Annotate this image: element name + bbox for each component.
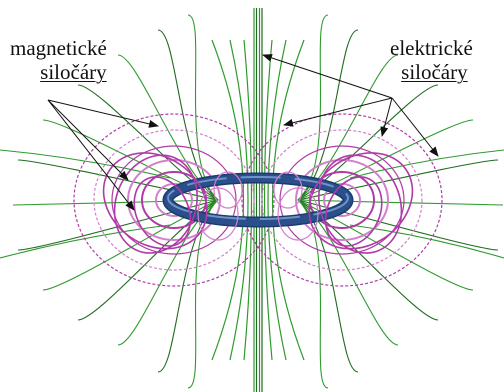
electric-line (297, 159, 499, 201)
magnetic-loop (73, 113, 275, 287)
electric-line (243, 39, 253, 361)
electric-line (271, 39, 305, 361)
electric-line (263, 39, 273, 361)
magnetic-loop (261, 129, 423, 271)
electric-line (42, 199, 219, 291)
electric-line (349, 149, 504, 179)
electric-line (12, 199, 219, 206)
magnetic-loop-front (133, 176, 192, 247)
electric-line (297, 199, 439, 321)
pointer-arrow (283, 97, 393, 127)
pointer-arrow (47, 99, 135, 211)
electric-line (229, 39, 249, 361)
pointer-arrow (380, 97, 393, 137)
pointer-arrows (47, 54, 439, 211)
magnetic-label-line1: magnetické (10, 36, 107, 60)
electric-line (0, 149, 171, 179)
magnetic-loop-inner (197, 187, 239, 241)
electric-line (42, 119, 219, 201)
electric-line (297, 119, 474, 201)
electric-line (211, 39, 245, 361)
electric-line (77, 199, 219, 321)
pointer-arrow (47, 99, 159, 128)
magnetic-label: magnetické siločáry (10, 36, 107, 84)
magnetic-loop-inner (273, 171, 303, 209)
magnetic-loop-inner (213, 171, 243, 209)
magnetic-loop-front (102, 152, 208, 250)
magnetic-label-line2: siločáry (40, 60, 107, 84)
magnetic-loop-front (324, 176, 383, 247)
current-loop-ring (162, 172, 354, 228)
electric-line (297, 199, 474, 291)
pointer-arrow (262, 54, 393, 99)
ring-highlight (167, 176, 349, 220)
magnetic-loop (241, 113, 443, 287)
magnetic-loop (93, 129, 255, 271)
magnetic-loop (111, 145, 237, 255)
magnetic-loop-inner (277, 187, 319, 241)
electric-label-line1: elektrické (390, 36, 473, 60)
pointer-arrow (391, 97, 439, 157)
electric-label: elektrické siločáry (390, 36, 473, 84)
electric-line (267, 39, 287, 361)
electric-line (297, 199, 504, 206)
magnetic-loop-front (308, 152, 414, 250)
pointer-arrow (47, 99, 129, 181)
magnetic-loop (279, 145, 405, 255)
electric-line (17, 159, 219, 201)
magnetic-loop-front (318, 154, 403, 254)
electric-line (349, 224, 504, 259)
electric-label-line2: siločáry (401, 60, 468, 84)
magnetic-field-lines (73, 113, 443, 287)
